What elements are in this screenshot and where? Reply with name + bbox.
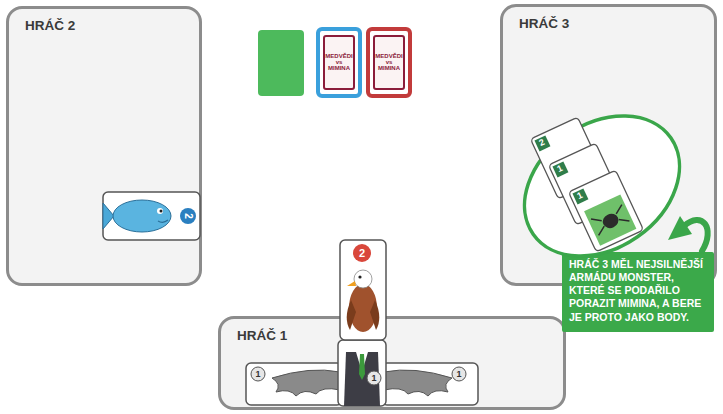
callout-arrow [668, 216, 708, 251]
eagle-card [347, 281, 356, 286]
won-cards [572, 188, 588, 204]
card-logo: MEDVĚDI vs MIMINA [375, 53, 403, 71]
fish-card [103, 203, 114, 229]
bat-card [246, 363, 342, 405]
businessman-card [338, 340, 386, 406]
eagle-card [358, 275, 361, 278]
card-number: 1 [255, 370, 260, 379]
eagle-card [370, 300, 379, 330]
player-area: HRÁČ 2 [6, 6, 202, 286]
bat-card [384, 370, 452, 396]
businessman-card [344, 352, 380, 406]
won-cards [591, 205, 629, 236]
won-cards [498, 87, 707, 285]
callout-arrow [684, 220, 708, 251]
fish-card [180, 208, 196, 224]
card-pile [324, 36, 354, 89]
player-title: HRÁČ 2 [25, 18, 199, 33]
card-number: 2 [359, 248, 365, 259]
bat-card [246, 363, 342, 405]
bat-card [382, 363, 478, 405]
bat-card [382, 363, 478, 405]
bat-card [272, 370, 340, 396]
callout-box: HRÁČ 3 MĚL NEJSILNĚJŠÍ ARMÁDU MONSTER, K… [562, 252, 714, 332]
card-pile [318, 29, 360, 96]
businessman-card [338, 340, 386, 406]
fish-card [113, 200, 171, 232]
card-number: 1 [556, 164, 564, 174]
businessman-card [367, 371, 381, 385]
won-cards [552, 161, 568, 177]
fish-card [103, 192, 200, 240]
card-pile [374, 36, 404, 89]
bat-card [452, 367, 466, 381]
won-cards [584, 194, 636, 245]
callout-text: HRÁČ 3 MĚL NEJSILNĚJŠÍ ARMÁDU MONSTER, K… [569, 258, 707, 324]
eagle-card [340, 240, 386, 340]
card-pile [258, 30, 304, 96]
eagle-card [347, 300, 356, 330]
callout-arrow [668, 216, 692, 240]
won-cards [498, 87, 707, 285]
card-pile [258, 29, 410, 96]
eagle-card [353, 244, 371, 262]
fish-card [157, 208, 163, 214]
won-cards [534, 135, 550, 151]
won-cards [568, 170, 643, 252]
card-number: 2 [183, 213, 193, 219]
fish-card [103, 192, 200, 240]
card-number: 2 [538, 138, 546, 148]
businessman-card [359, 354, 365, 380]
card-number: 1 [456, 370, 461, 379]
fish-card [158, 220, 168, 222]
eagle-card [354, 270, 372, 288]
card-number: 1 [576, 191, 584, 201]
card-pile [368, 29, 410, 96]
player-title: HRÁČ 3 [519, 16, 714, 31]
won-cards [568, 170, 643, 252]
player-title: HRÁČ 1 [237, 328, 563, 343]
eagle-card [340, 240, 386, 340]
card-logo: MEDVĚDI vs MIMINA [325, 53, 353, 71]
bat-card [251, 367, 265, 381]
card-number: 1 [371, 374, 376, 383]
fish-card [160, 210, 163, 213]
